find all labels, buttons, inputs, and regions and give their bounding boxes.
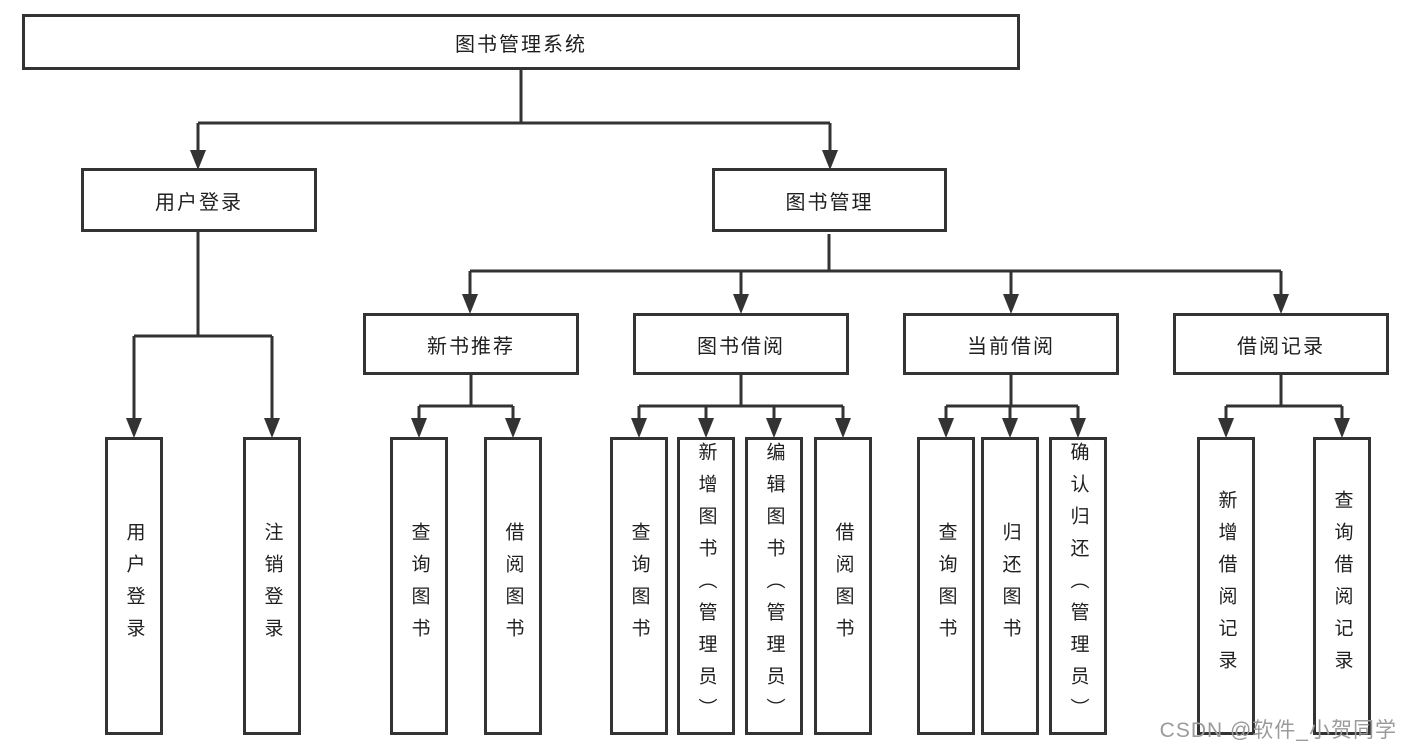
leaf-borrow-records-add: 新增借阅记录 [1197, 437, 1255, 735]
leaf-new-book-borrow-label: 借阅图书 [502, 522, 524, 650]
leaf-book-borrow-edit: 编辑图书（管理员） [745, 437, 803, 735]
leaf-book-borrow-query-label: 查询图书 [628, 522, 650, 650]
leaf-user-login-logout-label: 注销登录 [261, 522, 283, 650]
connector-book-borrow-to-leaves [631, 375, 851, 438]
leaf-current-borrow-confirm-label: 确认归还（管理员） [1067, 442, 1089, 730]
leaf-new-book-borrow: 借阅图书 [484, 437, 542, 735]
leaf-new-book-query: 查询图书 [390, 437, 448, 735]
leaf-book-borrow-query: 查询图书 [610, 437, 668, 735]
node-borrow-records-label: 借阅记录 [1237, 335, 1325, 358]
leaf-borrow-records-query: 查询借阅记录 [1313, 437, 1371, 735]
leaf-book-borrow-borrow-label: 借阅图书 [832, 522, 854, 650]
leaf-new-book-query-label: 查询图书 [408, 522, 430, 650]
leaf-current-borrow-confirm: 确认归还（管理员） [1049, 437, 1107, 735]
node-book-borrow-label: 图书借阅 [697, 335, 785, 358]
node-current-borrow-label: 当前借阅 [967, 335, 1055, 358]
leaf-user-login-login: 用户登录 [105, 437, 163, 735]
node-user-login: 用户登录 [81, 168, 317, 232]
leaf-current-borrow-query-label: 查询图书 [935, 522, 957, 650]
leaf-book-borrow-borrow: 借阅图书 [814, 437, 872, 735]
leaf-book-borrow-add-label: 新增图书（管理员） [695, 442, 717, 730]
leaf-current-borrow-return-label: 归还图书 [999, 522, 1021, 650]
watermark: CSDN @软件_小贺同学 [1159, 719, 1397, 742]
leaf-current-borrow-return: 归还图书 [981, 437, 1039, 735]
leaf-book-borrow-edit-label: 编辑图书（管理员） [763, 442, 785, 730]
node-new-book: 新书推荐 [363, 313, 579, 375]
node-borrow-records: 借阅记录 [1173, 313, 1389, 375]
node-root-label: 图书管理系统 [455, 33, 587, 56]
leaf-current-borrow-query: 查询图书 [917, 437, 975, 735]
node-book-management-label: 图书管理 [785, 191, 874, 214]
leaf-book-borrow-add: 新增图书（管理员） [677, 437, 735, 735]
node-book-management: 图书管理 [712, 168, 947, 232]
connector-root-to-level2 [190, 70, 838, 170]
node-new-book-label: 新书推荐 [427, 335, 515, 358]
node-root: 图书管理系统 [22, 14, 1020, 70]
leaf-borrow-records-add-label: 新增借阅记录 [1215, 490, 1237, 682]
node-book-borrow: 图书借阅 [633, 313, 849, 375]
leaf-user-login-login-label: 用户登录 [123, 522, 145, 650]
node-current-borrow: 当前借阅 [903, 313, 1119, 375]
leaf-borrow-records-query-label: 查询借阅记录 [1331, 490, 1353, 682]
connector-book-management-to-level3 [462, 234, 1289, 314]
connector-borrow-records-to-leaves [1218, 375, 1350, 438]
node-user-login-label: 用户登录 [155, 191, 243, 214]
connector-new-book-to-leaves [411, 375, 521, 438]
connector-user-login-to-leaves [126, 232, 280, 438]
leaf-user-login-logout: 注销登录 [243, 437, 301, 735]
connector-current-borrow-to-leaves [938, 375, 1086, 438]
